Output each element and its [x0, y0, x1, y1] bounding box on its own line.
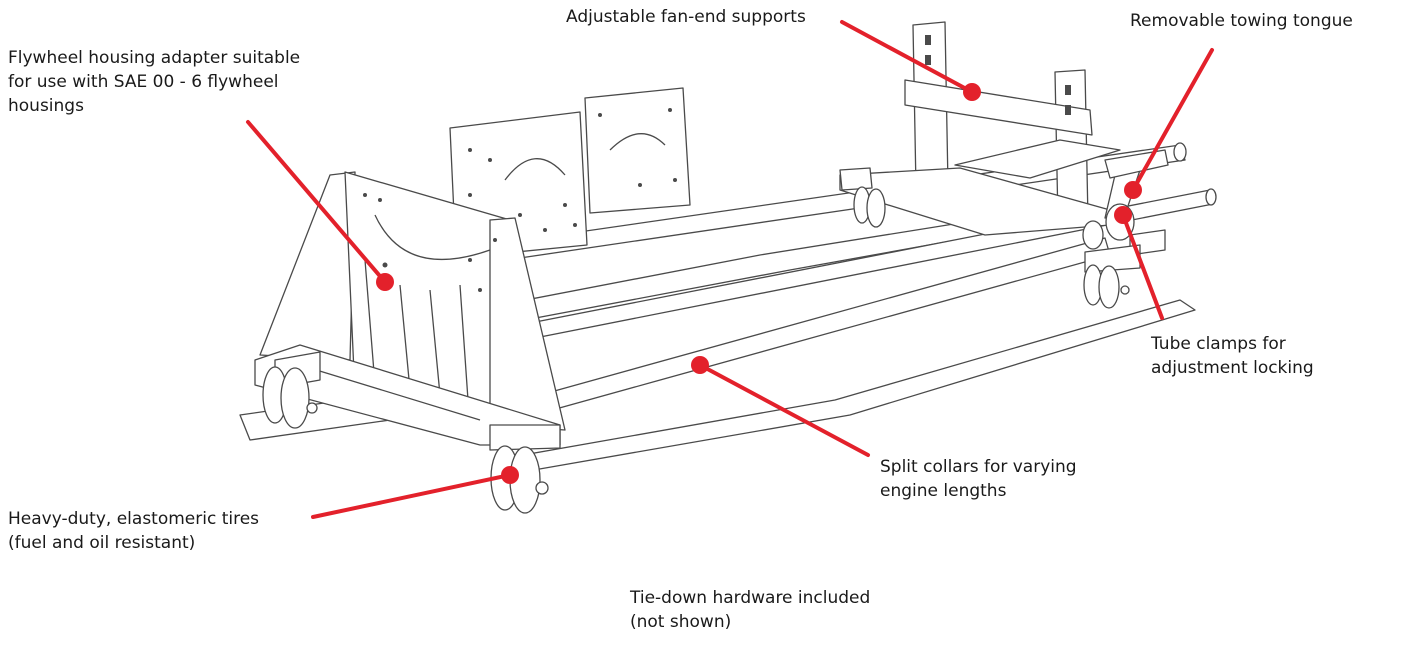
leader-dot-tires [501, 466, 519, 484]
label-line: (fuel and oil resistant) [8, 533, 196, 553]
label-split-collars: Split collars for varying engine lengths [880, 455, 1077, 503]
leader-dot-fan [963, 83, 981, 101]
label-line: Tube clamps for [1151, 334, 1286, 354]
flywheel-adapter-left-gusset [259, 171, 356, 361]
flywheel-adapter-right-gusset [489, 217, 566, 431]
caster-rear-right [1083, 244, 1141, 309]
label-line: engine lengths [880, 481, 1007, 501]
label-line: housings [8, 96, 84, 116]
label-line: Heavy-duty, elastomeric tires [8, 509, 260, 529]
label-tube-clamps: Tube clamps for adjustment locking [1151, 332, 1314, 380]
leader-line-flywheel [246, 120, 387, 284]
leader-line-fan [840, 20, 974, 94]
label-flywheel-adapter: Flywheel housing adapter suitable for us… [8, 46, 300, 118]
label-line: (not shown) [630, 612, 732, 632]
leader-dot-flywheel [376, 273, 394, 291]
caster-rear-left [839, 167, 886, 228]
leader-line-collars [698, 363, 870, 457]
label-elastomeric-tires: Heavy-duty, elastomeric tires (fuel and … [8, 507, 259, 555]
label-towing-tongue: Removable towing tongue [1130, 9, 1353, 33]
label-line: for use with SAE 00 - 6 flywheel [8, 72, 279, 92]
label-line: adjustment locking [1151, 358, 1314, 378]
label-tie-down-hardware: Tie-down hardware included (not shown) [630, 586, 870, 634]
callout-leaders [246, 20, 1214, 519]
adapter-plate-back [584, 87, 691, 214]
label-line: Split collars for varying [880, 457, 1077, 477]
leader-line-tongue [1131, 48, 1214, 192]
leader-dot-tongue [1124, 181, 1142, 199]
label-line: Adjustable fan-end supports [566, 7, 806, 27]
label-fan-end-supports: Adjustable fan-end supports [566, 5, 806, 29]
leader-line-tires [311, 473, 512, 519]
leader-line-tube [1121, 213, 1164, 320]
label-line: Removable towing tongue [1130, 11, 1353, 31]
label-line: Flywheel housing adapter suitable [8, 48, 301, 68]
leader-dot-collars [691, 356, 709, 374]
label-line: Tie-down hardware included [630, 588, 871, 608]
caster-front-left [262, 351, 321, 429]
caster-front-right [489, 424, 561, 514]
leader-dot-tube [1114, 206, 1132, 224]
fan-support-crossbar [904, 79, 1093, 136]
